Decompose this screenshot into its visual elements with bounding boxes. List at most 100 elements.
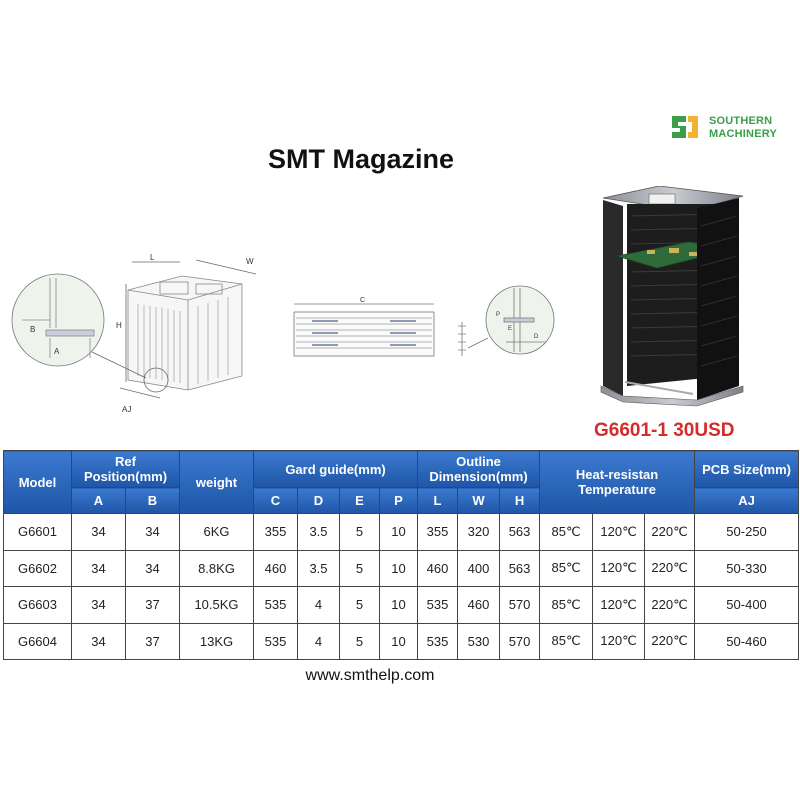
cell-temp-3: 220℃ bbox=[644, 549, 696, 587]
cell-temp-2: 120℃ bbox=[592, 586, 646, 624]
header-h: H bbox=[499, 487, 541, 514]
cell-guide-p: 10 bbox=[378, 622, 419, 660]
header-e: E bbox=[339, 487, 380, 514]
cell-temp-1: 85℃ bbox=[539, 513, 594, 551]
logo-line-1: SOUTHERN bbox=[709, 115, 773, 127]
header-model: Model bbox=[3, 450, 72, 514]
cell-ref-a: 34 bbox=[71, 549, 126, 587]
magazine-dimension-drawing: L W H AJ B A bbox=[11, 253, 257, 414]
cell-outline-l: 535 bbox=[417, 622, 459, 660]
dim-label-p: P bbox=[496, 312, 500, 318]
dim-label-b: B bbox=[30, 325, 35, 334]
cell-outline-l: 535 bbox=[417, 586, 459, 624]
cell-temp-3: 220℃ bbox=[644, 586, 696, 624]
cell-guide-p: 10 bbox=[378, 549, 419, 587]
cell-ref-a: 34 bbox=[71, 513, 126, 551]
cell-model: G6603 bbox=[3, 586, 72, 624]
cell-ref-b: 37 bbox=[125, 622, 180, 660]
cell-guide-p: 10 bbox=[378, 586, 419, 624]
footer-url[interactable]: www.smthelp.com bbox=[305, 667, 435, 684]
page-title: SMT Magazine bbox=[267, 144, 455, 174]
header-gard-guide: Gard guide(mm) bbox=[252, 450, 419, 488]
cell-outline-w: 320 bbox=[457, 513, 501, 551]
cell-guide-d: 4 bbox=[297, 622, 340, 660]
cell-ref-a: 34 bbox=[71, 622, 126, 660]
cell-outline-w: 530 bbox=[457, 622, 501, 660]
cell-guide-p: 10 bbox=[378, 513, 419, 551]
dim-label-d: D bbox=[534, 334, 539, 340]
dim-label-aj: AJ bbox=[122, 405, 131, 414]
cell-guide-e: 5 bbox=[339, 622, 380, 660]
cell-guide-c: 460 bbox=[253, 549, 298, 587]
cell-model: G6601 bbox=[3, 513, 72, 551]
cell-pcb-aj: 50-330 bbox=[694, 549, 800, 587]
cell-temp-2: 120℃ bbox=[592, 622, 646, 660]
cell-weight: 8.8KG bbox=[179, 549, 254, 587]
dim-label-w: W bbox=[246, 257, 254, 266]
cell-ref-b: 37 bbox=[125, 586, 180, 624]
cell-outline-h: 570 bbox=[499, 586, 541, 624]
cell-outline-w: 400 bbox=[457, 549, 501, 587]
header-c: C bbox=[253, 487, 298, 514]
cell-guide-e: 5 bbox=[339, 586, 380, 624]
cell-guide-e: 5 bbox=[339, 549, 380, 587]
cell-weight: 10.5KG bbox=[179, 586, 254, 624]
cell-outline-w: 460 bbox=[457, 586, 501, 624]
cell-weight: 6KG bbox=[179, 513, 254, 551]
cell-guide-c: 535 bbox=[253, 586, 298, 624]
cell-guide-d: 3.5 bbox=[297, 549, 340, 587]
cell-guide-c: 355 bbox=[253, 513, 298, 551]
header-w: W bbox=[457, 487, 501, 514]
header-outline-dimension: Outline Dimension(mm) bbox=[417, 450, 541, 488]
southern-machinery-logo-icon bbox=[668, 112, 702, 142]
cell-outline-h: 563 bbox=[499, 513, 541, 551]
dim-label-e: E bbox=[508, 326, 512, 332]
dim-label-h: H bbox=[116, 321, 122, 330]
cell-temp-2: 120℃ bbox=[592, 549, 646, 587]
header-l: L bbox=[417, 487, 459, 514]
header-a: A bbox=[71, 487, 126, 514]
cell-ref-a: 34 bbox=[71, 586, 126, 624]
header-ref-position: Ref Position(mm) bbox=[71, 450, 180, 488]
cell-outline-l: 355 bbox=[417, 513, 459, 551]
cell-weight: 13KG bbox=[179, 622, 254, 660]
cell-model: G6602 bbox=[3, 549, 72, 587]
cell-guide-d: 3.5 bbox=[297, 513, 340, 551]
cell-outline-h: 570 bbox=[499, 622, 541, 660]
cell-temp-3: 220℃ bbox=[644, 622, 696, 660]
cell-ref-b: 34 bbox=[125, 513, 180, 551]
cell-outline-l: 460 bbox=[417, 549, 459, 587]
cell-temp-2: 120℃ bbox=[592, 513, 646, 551]
header-pcb-size: PCB Size(mm) bbox=[694, 450, 800, 488]
gard-guide-drawing: C bbox=[293, 297, 435, 357]
cell-pcb-aj: 50-400 bbox=[694, 586, 800, 624]
header-b: B bbox=[125, 487, 180, 514]
cell-temp-1: 85℃ bbox=[539, 586, 594, 624]
dim-label-a: A bbox=[54, 347, 60, 356]
product-photo bbox=[600, 186, 744, 407]
cell-guide-c: 535 bbox=[253, 622, 298, 660]
cell-temp-1: 85℃ bbox=[539, 549, 594, 587]
cell-pcb-aj: 50-460 bbox=[694, 622, 800, 660]
header-heat-resistant-temperature: Heat-resistan Temperature bbox=[539, 450, 696, 514]
logo-line-2: MACHINERY bbox=[709, 128, 778, 140]
header-d: D bbox=[297, 487, 340, 514]
cell-temp-3: 220℃ bbox=[644, 513, 696, 551]
brand-logo: SOUTHERN MACHINERY bbox=[668, 111, 788, 151]
cell-pcb-aj: 50-250 bbox=[694, 513, 800, 551]
dim-label-c: C bbox=[360, 297, 365, 304]
header-weight: weight bbox=[179, 450, 254, 514]
cell-model: G6604 bbox=[3, 622, 72, 660]
header-aj: AJ bbox=[694, 487, 800, 514]
cell-guide-e: 5 bbox=[339, 513, 380, 551]
cell-temp-1: 85℃ bbox=[539, 622, 594, 660]
dim-label-l: L bbox=[150, 253, 155, 262]
spec-table: Model Ref Position(mm) weight Gard guide… bbox=[3, 450, 800, 660]
product-caption: G6601-1 30USD bbox=[594, 420, 735, 441]
cell-outline-h: 563 bbox=[499, 549, 541, 587]
